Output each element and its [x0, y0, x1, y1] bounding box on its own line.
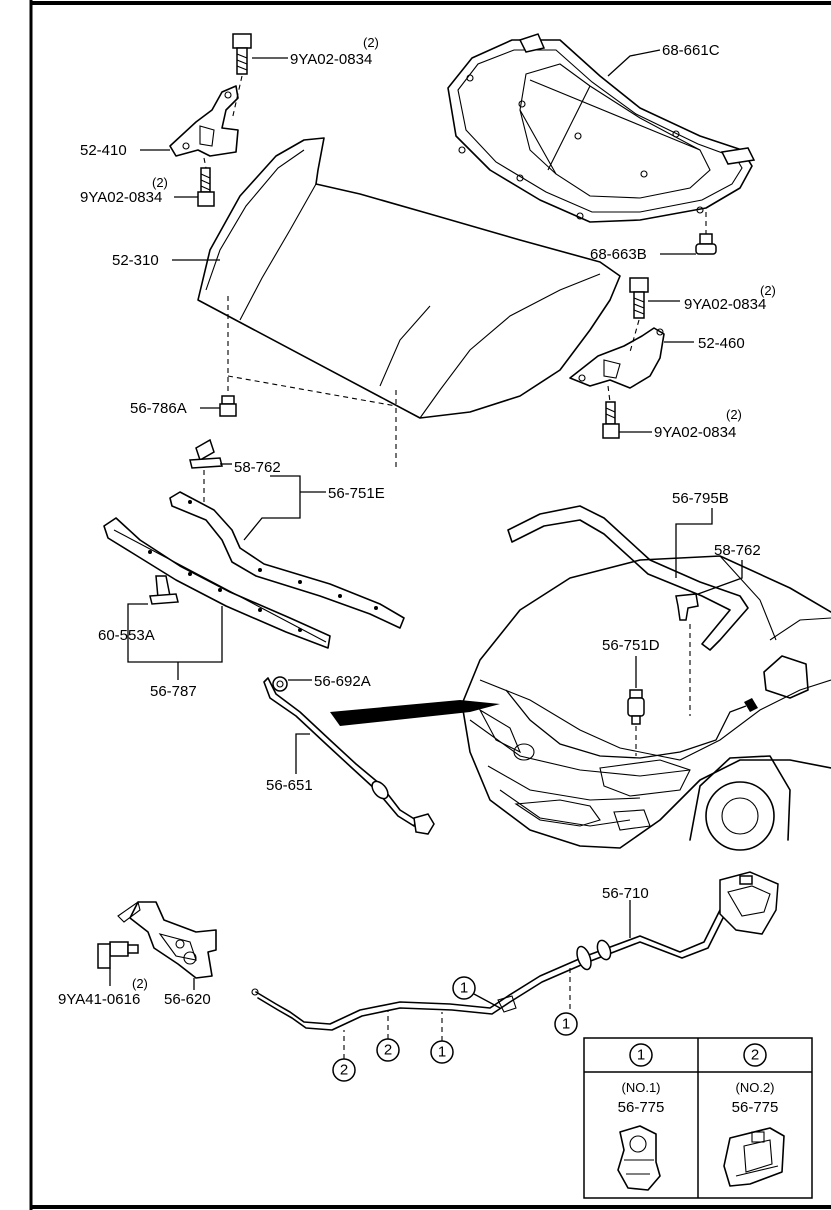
car-body [461, 555, 831, 851]
callout-1-a: 1 [452, 976, 476, 1000]
stay-group [263, 676, 500, 835]
bolt-icon [602, 401, 620, 439]
clip-no2-icon [723, 1127, 785, 1187]
insulator-group [447, 33, 756, 223]
hood-strip [103, 517, 331, 649]
clip-icon [695, 233, 717, 255]
part-label-strip: 56-787 [150, 683, 197, 700]
callout-2-label: 2 [340, 1062, 348, 1079]
legend-table: 1 2 (NO.1) 56-775 (NO.2) 56-775 [583, 1037, 813, 1199]
callout-1-b: 1 [554, 1012, 578, 1036]
part-label-stay: 56-651 [266, 777, 313, 794]
clip-icon [149, 575, 179, 605]
front-seal-group [169, 438, 405, 629]
qty-label: (2) [726, 407, 742, 422]
qty-label: (2) [760, 283, 776, 298]
part-label-bolt: 9YA02-0834 [654, 424, 736, 441]
part-label-clip: 58-762 [234, 459, 281, 476]
part-label-release-cable: 56-710 [602, 885, 649, 902]
callout-2-label: 2 [384, 1042, 392, 1059]
part-label-lock-bolt: 9YA41-0616 [58, 991, 140, 1008]
part-label-insulator: 68-661C [662, 42, 720, 59]
part-label-hinge-left: 52-410 [80, 142, 127, 159]
part-label-bumper-stop: 56-786A [130, 400, 187, 417]
qty-label: (2) [363, 35, 379, 50]
part-label-clip: 58-762 [714, 542, 761, 559]
part-label-cushion: 56-751D [602, 637, 660, 654]
right-hinge-group [569, 277, 694, 439]
bolt-icon [232, 33, 252, 75]
part-label-strip-clip: 60-553A [98, 627, 155, 644]
callout-1-label: 1 [460, 980, 468, 997]
hood-group [172, 137, 621, 470]
front-seal [169, 491, 405, 629]
stay-end-icon [413, 813, 435, 835]
bolt-icon [629, 277, 649, 319]
bolt-icon [197, 167, 215, 207]
callout-1-c: 1 [430, 1040, 454, 1064]
part-label-bolt: 9YA02-0834 [80, 189, 162, 206]
hood-lock-group [97, 901, 217, 990]
callout-2-a: 2 [376, 1038, 400, 1062]
callout-1-label: 1 [562, 1016, 570, 1033]
grommet-icon [272, 676, 288, 692]
legend-col2-ref: 2 [751, 1047, 759, 1064]
part-label-hinge-right: 52-460 [698, 335, 745, 352]
strip-group [103, 517, 331, 680]
left-hinge [169, 85, 239, 157]
left-hinge-group [140, 33, 288, 207]
clip-icon [189, 438, 223, 469]
cable-handle-icon [719, 871, 779, 935]
qty-label: (2) [132, 976, 148, 991]
pointer-band [330, 700, 500, 726]
right-hinge [569, 327, 665, 389]
hood-stay [263, 677, 417, 827]
rear-seal-group [507, 505, 749, 716]
legend-col1-name: (NO.1) [622, 1080, 661, 1095]
part-label-bolt: 9YA02-0834 [290, 51, 372, 68]
part-label-rear-seal: 56-795B [672, 490, 729, 507]
legend-col1-ref: 1 [637, 1047, 645, 1064]
legend-col1-part: 56-775 [618, 1099, 665, 1116]
insulator [447, 39, 753, 223]
bolt-icon [97, 941, 139, 969]
part-label-insulator-clip: 68-663B [590, 246, 647, 263]
callout-1-label: 1 [438, 1044, 446, 1061]
release-cable-group [251, 871, 779, 1031]
clip-no1-icon [617, 1125, 661, 1191]
cushion-icon [627, 689, 645, 725]
legend-col2-name: (NO.2) [736, 1080, 775, 1095]
qty-label: (2) [152, 175, 168, 190]
part-label-hood: 52-310 [112, 252, 159, 269]
hood-lock [129, 901, 217, 979]
part-label-grommet: 56-692A [314, 673, 371, 690]
part-label-front-seal: 56-751E [328, 485, 385, 502]
hood-panel [197, 137, 621, 419]
part-label-bolt: 9YA02-0834 [684, 296, 766, 313]
part-label-hood-lock: 56-620 [164, 991, 211, 1008]
release-cable [255, 909, 721, 1025]
bumper-stop-icon [219, 395, 237, 417]
rear-seal [507, 505, 749, 651]
callout-2-b: 2 [332, 1058, 356, 1082]
legend-col2-part: 56-775 [732, 1099, 779, 1116]
clip-icon [675, 593, 699, 621]
